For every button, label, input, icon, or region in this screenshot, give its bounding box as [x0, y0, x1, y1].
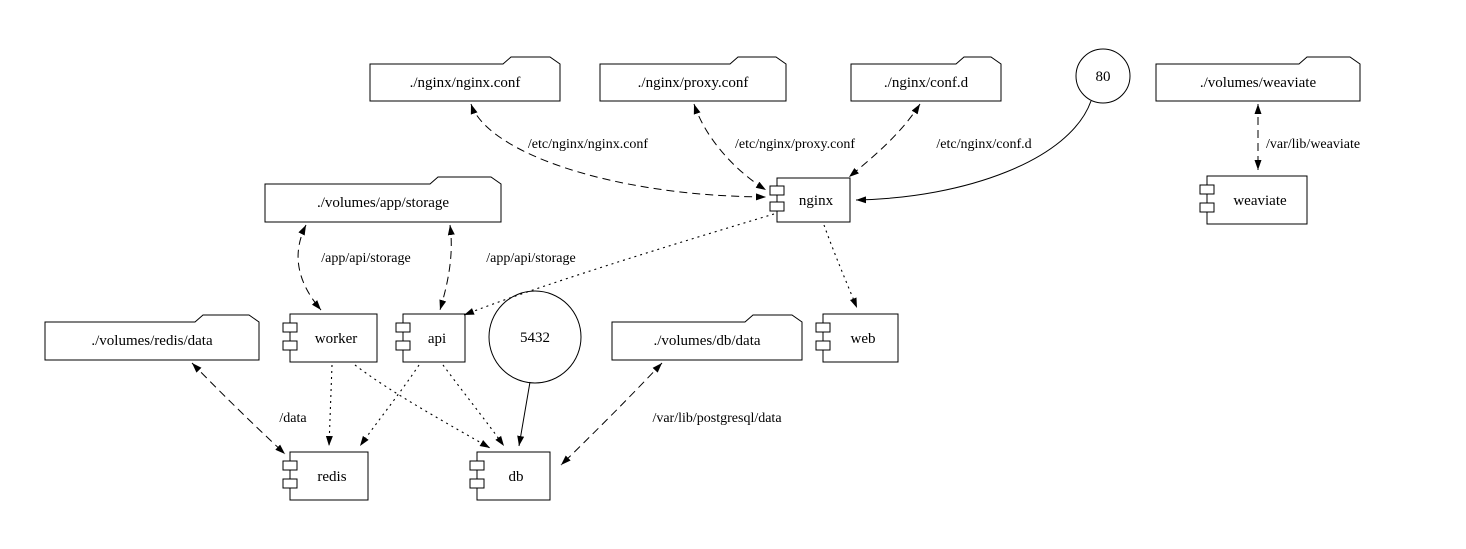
component-label: api	[428, 331, 446, 347]
component-icon	[282, 460, 298, 489]
edge-label-var-lib-postgresql-data: /var/lib/postgresql/data	[652, 411, 782, 426]
folder-nginx-conf-d: ./nginx/conf.d	[850, 56, 1002, 102]
component-label: web	[851, 331, 876, 347]
edge-label-data: /data	[279, 411, 307, 426]
edge-mount-conf-d	[848, 103, 921, 178]
component-icon	[395, 322, 411, 351]
folder-volumes-redis-data: ./volumes/redis/data	[44, 314, 260, 361]
edge-label-etc-nginx-nginx-conf: /etc/nginx/nginx.conf	[528, 137, 648, 152]
folder-volumes-app-storage: ./volumes/app/storage	[264, 176, 502, 223]
folder-icon	[599, 56, 787, 102]
folder-nginx-proxy-conf: ./nginx/proxy.conf	[599, 56, 787, 102]
folder-icon	[611, 314, 803, 361]
folder-label: ./volumes/db/data	[653, 333, 760, 349]
edge-port-5432-db	[517, 381, 531, 447]
component-box	[822, 313, 899, 363]
component-db: db	[469, 451, 551, 501]
folder-icon	[1155, 56, 1361, 102]
edge-dep-nginx-web	[823, 224, 858, 309]
component-redis: redis	[282, 451, 369, 501]
edge-dep-worker-redis	[325, 364, 333, 447]
component-box	[289, 313, 378, 363]
component-label: redis	[317, 469, 346, 485]
component-nginx: nginx	[769, 177, 851, 223]
edge-mount-nginx-conf	[470, 103, 767, 201]
component-box	[289, 451, 369, 501]
component-label: nginx	[799, 193, 834, 209]
port-circle-5432: 5432	[488, 290, 582, 384]
component-box	[776, 177, 851, 223]
edge-label-app-api-storage-api: /app/api/storage	[486, 251, 575, 266]
edge-label-etc-nginx-conf-d: /etc/nginx/conf.d	[936, 137, 1031, 152]
component-worker: worker	[282, 313, 378, 363]
component-box	[402, 313, 466, 363]
edge-dep-worker-db	[354, 364, 491, 449]
component-icon	[469, 460, 485, 489]
component-icon	[1199, 184, 1215, 213]
folder-volumes-weaviate: ./volumes/weaviate	[1155, 56, 1361, 102]
edge-label-app-api-storage-worker: /app/api/storage	[321, 251, 410, 266]
port-label: 80	[1096, 69, 1111, 85]
edge-mount-redis-data	[191, 362, 286, 455]
folder-label: ./volumes/redis/data	[91, 333, 213, 349]
port-circle-icon	[1075, 48, 1131, 104]
component-label: weaviate	[1233, 193, 1287, 209]
folder-volumes-db-data: ./volumes/db/data	[611, 314, 803, 361]
port-circle-icon	[488, 290, 582, 384]
folder-label: ./nginx/nginx.conf	[410, 75, 521, 91]
edge-port-80-nginx	[855, 100, 1092, 204]
component-weaviate: weaviate	[1199, 175, 1308, 225]
component-label: worker	[315, 331, 357, 347]
edge-dep-api-db	[442, 364, 505, 447]
component-box	[1206, 175, 1308, 225]
folder-label: ./nginx/proxy.conf	[638, 75, 749, 91]
folder-icon	[850, 56, 1002, 102]
component-web: web	[815, 313, 899, 363]
component-icon	[815, 322, 831, 351]
component-label: db	[509, 469, 524, 485]
folder-icon	[369, 56, 561, 102]
folder-label: ./volumes/app/storage	[317, 195, 449, 211]
component-icon	[282, 322, 298, 351]
edge-mount-proxy-conf	[693, 103, 767, 191]
edge-mount-db-data	[560, 362, 663, 466]
component-icon	[769, 185, 785, 212]
edge-mount-storage-worker	[297, 224, 322, 311]
port-circle-80: 80	[1075, 48, 1131, 104]
component-box	[476, 451, 551, 501]
folder-nginx-conf: ./nginx/nginx.conf	[369, 56, 561, 102]
port-label: 5432	[520, 330, 550, 346]
folder-label: ./volumes/weaviate	[1200, 75, 1317, 91]
edge-label-etc-nginx-proxy-conf: /etc/nginx/proxy.conf	[735, 137, 855, 152]
folder-icon	[44, 314, 260, 361]
folder-label: ./nginx/conf.d	[884, 75, 969, 91]
edge-label-var-lib-weaviate: /var/lib/weaviate	[1266, 137, 1360, 152]
component-api: api	[395, 313, 466, 363]
edge-mount-storage-api	[439, 224, 455, 311]
edge-dep-api-redis	[359, 364, 420, 447]
